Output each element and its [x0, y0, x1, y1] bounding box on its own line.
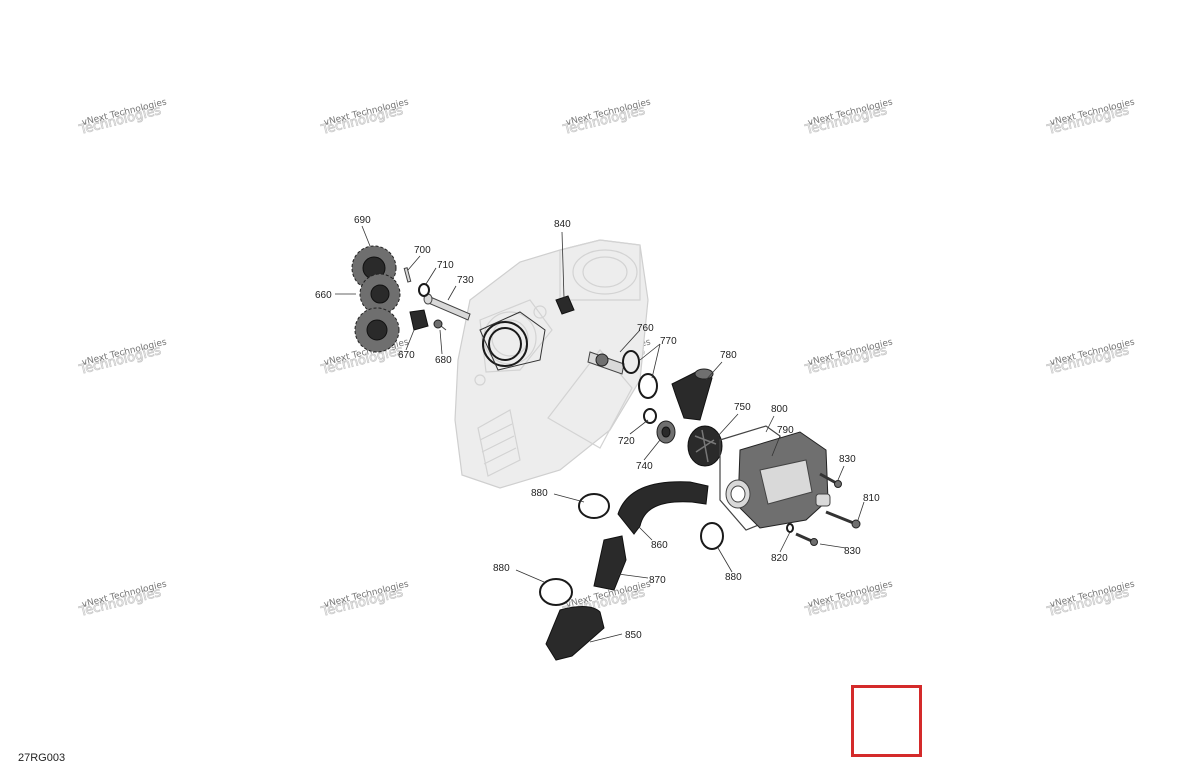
clamp-880-a: [578, 493, 610, 519]
callout-690: 690: [354, 215, 371, 226]
callout-670: 670: [398, 350, 415, 361]
impeller-750: [687, 425, 723, 467]
bolts-830-810: [786, 472, 861, 546]
callout-840: 840: [554, 219, 571, 230]
engine-case-ghost: [454, 239, 649, 489]
callout-760: 760: [637, 323, 654, 334]
callout-880: 880: [531, 488, 548, 499]
callout-830: 830: [844, 546, 861, 557]
hose-870: [593, 535, 627, 591]
callout-790: 790: [777, 425, 794, 436]
bearing-670: [409, 309, 429, 331]
callout-740: 740: [636, 461, 653, 472]
bolt-680: [433, 319, 447, 331]
pump-housing-790: [719, 425, 829, 531]
leader-lines: [335, 225, 865, 643]
callout-660: 660: [315, 290, 332, 301]
callout-820: 820: [771, 553, 788, 564]
pin-700: [403, 267, 412, 283]
callouts: 690 700 710 730 660 670 680 840 760 770 …: [315, 215, 880, 641]
callout-780: 780: [720, 350, 737, 361]
callout-710: 710: [437, 260, 454, 271]
washer-720: [643, 408, 657, 424]
diagram-code: 27RG003: [18, 752, 66, 764]
callout-880: 880: [493, 563, 510, 574]
callout-850: 850: [625, 630, 642, 641]
callout-700: 700: [414, 245, 431, 256]
callout-680: 680: [435, 355, 452, 366]
callout-770: 770: [660, 336, 677, 347]
callout-880: 880: [725, 572, 742, 583]
callout-750: 750: [734, 402, 751, 413]
clamp-880-c: [539, 578, 573, 606]
o-rings-770: [622, 350, 658, 399]
elbow-780: [671, 368, 714, 421]
callout-860: 860: [651, 540, 668, 551]
callout-720: 720: [618, 436, 635, 447]
callout-730: 730: [457, 275, 474, 286]
clamp-880-b: [700, 522, 724, 550]
impeller-shaft-760: [587, 351, 625, 375]
callout-810: 810: [863, 493, 880, 504]
gear-660-690: [351, 245, 401, 353]
seal-740: [656, 420, 676, 444]
callout-830: 830: [839, 454, 856, 465]
washer-710: [418, 283, 430, 297]
gasket-plate: [479, 311, 546, 371]
hose-860: [617, 481, 709, 535]
hose-850: [545, 606, 605, 661]
select-box[interactable]: [851, 685, 922, 757]
shaft-730: [423, 293, 471, 321]
callout-870: 870: [649, 575, 666, 586]
callout-800: 800: [771, 404, 788, 415]
